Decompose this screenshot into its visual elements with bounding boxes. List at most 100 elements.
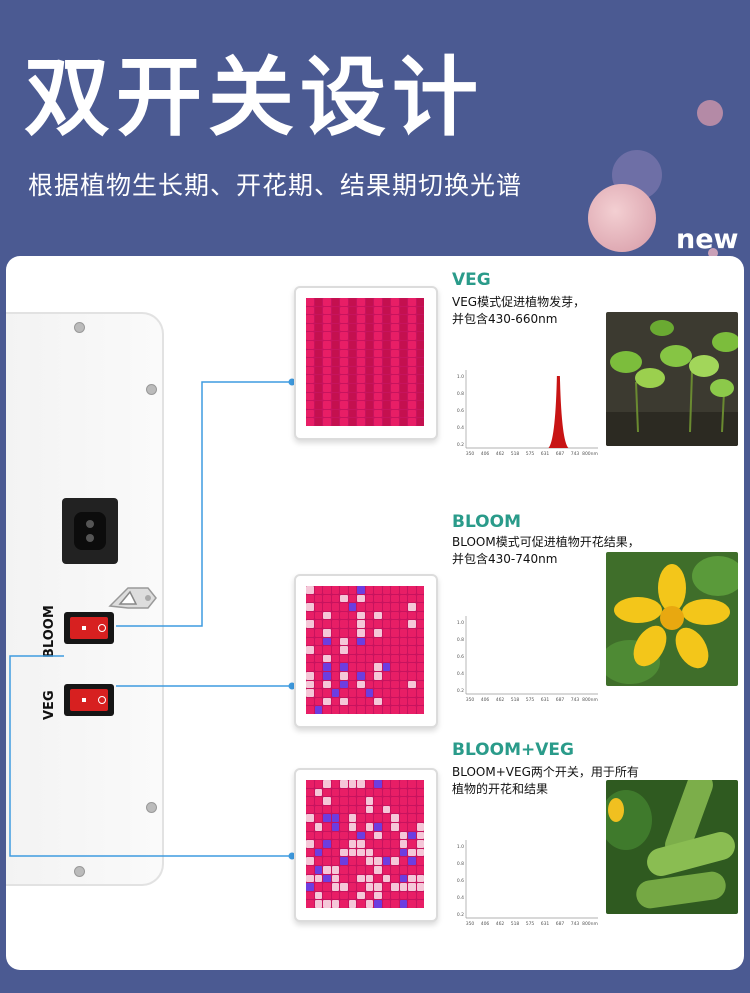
led-diode xyxy=(399,383,407,392)
y-tick-label: 0.2 xyxy=(457,688,464,694)
led-diode xyxy=(323,680,331,689)
led-diode xyxy=(314,780,322,788)
led-diode xyxy=(399,358,407,366)
led-diode xyxy=(340,366,348,375)
led-diode xyxy=(357,409,365,418)
led-diode xyxy=(314,689,322,697)
led-diode xyxy=(399,628,407,637)
led-diode xyxy=(408,883,416,891)
led-diode xyxy=(314,392,322,401)
led-diode xyxy=(306,401,314,409)
x-tick-label: 800nm xyxy=(582,451,598,457)
led-diode xyxy=(391,680,399,689)
led-diode xyxy=(382,340,390,349)
led-diode xyxy=(306,323,314,332)
led-diode xyxy=(399,831,407,840)
led-diode xyxy=(331,857,339,865)
led-diode xyxy=(374,366,382,375)
led-diode xyxy=(314,900,322,908)
x-tick-label: 406 xyxy=(481,697,490,703)
led-diode xyxy=(399,840,407,848)
wiring-lines xyxy=(9,378,296,860)
led-diode xyxy=(306,637,314,646)
led-diode xyxy=(391,306,399,315)
led-diode xyxy=(306,848,314,857)
y-tick-label: 0.6 xyxy=(457,878,464,884)
led-diode xyxy=(357,383,365,392)
led-diode xyxy=(348,611,356,620)
led-diode xyxy=(331,680,339,689)
led-diode xyxy=(348,788,356,797)
y-tick-label: 0.2 xyxy=(457,912,464,918)
led-diode xyxy=(306,814,314,822)
led-diode xyxy=(408,620,416,628)
led-diode xyxy=(391,409,399,418)
led-diode xyxy=(391,323,399,332)
led-diode xyxy=(331,418,339,426)
led-diode xyxy=(382,814,390,822)
led-diode xyxy=(323,332,331,340)
led-diode xyxy=(357,900,365,908)
desc-line: VEG模式促进植物发芽， xyxy=(452,295,586,309)
led-diode xyxy=(323,628,331,637)
bloom-switch[interactable] xyxy=(64,612,114,644)
led-diode xyxy=(391,883,399,891)
veg-switch[interactable] xyxy=(64,684,114,716)
led-diode xyxy=(314,848,322,857)
led-diode xyxy=(357,594,365,603)
page-subtitle: 根据植物生长期、开花期、结果期切换光谱 xyxy=(28,171,523,200)
led-diode xyxy=(416,349,424,358)
led-diode xyxy=(408,697,416,706)
led-diode xyxy=(323,663,331,671)
led-diode xyxy=(382,366,390,375)
led-diode xyxy=(399,891,407,900)
led-diode xyxy=(340,401,348,409)
led-diode xyxy=(331,814,339,822)
led-diode xyxy=(391,340,399,349)
led-diode xyxy=(306,891,314,900)
led-diode xyxy=(357,697,365,706)
led-diode xyxy=(340,392,348,401)
led-diode xyxy=(340,611,348,620)
led-diode xyxy=(374,848,382,857)
led-diode xyxy=(391,780,399,788)
x-tick-label: 350 xyxy=(466,451,475,457)
led-diode xyxy=(357,332,365,340)
led-diode xyxy=(348,628,356,637)
led-diode xyxy=(357,628,365,637)
led-diode xyxy=(408,418,416,426)
led-diode xyxy=(331,383,339,392)
led-diode xyxy=(408,594,416,603)
led-diode xyxy=(331,780,339,788)
led-diode xyxy=(416,857,424,865)
led-diode xyxy=(399,874,407,883)
led-diode xyxy=(306,349,314,358)
new-badge: new xyxy=(676,224,739,255)
led-diode xyxy=(340,883,348,891)
led-diode xyxy=(357,603,365,611)
led-diode xyxy=(314,822,322,831)
led-diode xyxy=(408,298,416,306)
led-diode xyxy=(408,900,416,908)
led-diode xyxy=(399,697,407,706)
led-diode xyxy=(340,603,348,611)
led-diode xyxy=(306,392,314,401)
led-diode xyxy=(340,663,348,671)
led-diode xyxy=(314,865,322,874)
product-card: BLOOM VEG VEG VEG模式促进植物发芽， 并包含430-660nm … xyxy=(6,256,744,970)
led-diode xyxy=(314,323,322,332)
led-diode xyxy=(374,383,382,392)
led-diode xyxy=(306,332,314,340)
led-diode xyxy=(340,332,348,340)
led-diode xyxy=(382,874,390,883)
led-diode xyxy=(408,340,416,349)
led-diode xyxy=(382,654,390,663)
screw-icon xyxy=(146,802,157,813)
led-diode xyxy=(348,401,356,409)
led-diode xyxy=(348,603,356,611)
led-diode xyxy=(365,883,373,891)
led-diode xyxy=(357,637,365,646)
led-diode xyxy=(374,315,382,323)
led-diode xyxy=(391,891,399,900)
led-diode xyxy=(408,805,416,814)
